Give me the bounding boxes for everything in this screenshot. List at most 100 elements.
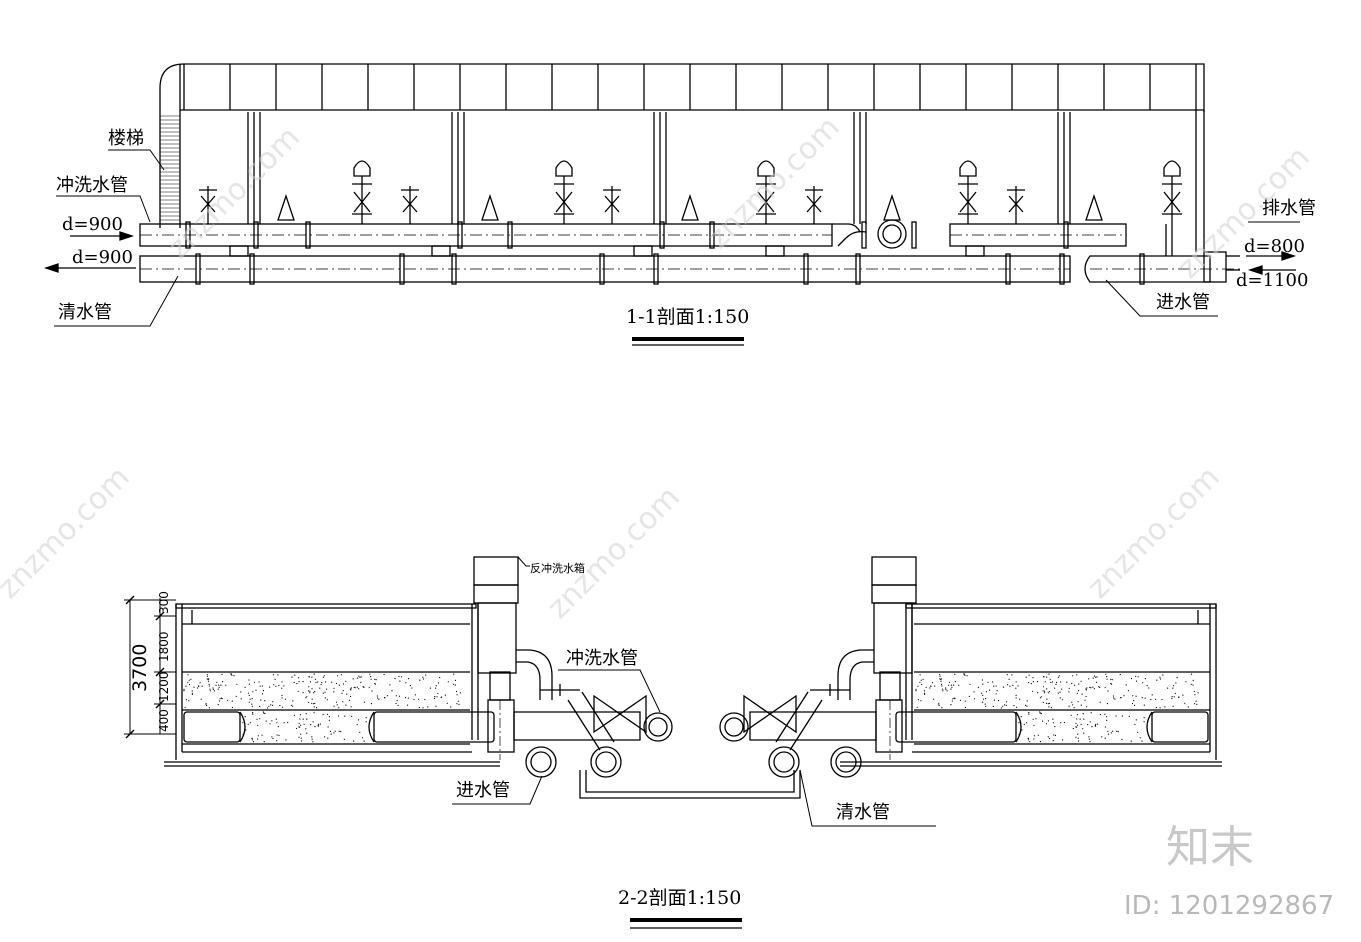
sand-grain: [1048, 673, 1050, 675]
sand-grain: [338, 684, 340, 686]
sand-grain: [1047, 692, 1049, 694]
sand-grain: [1146, 685, 1148, 687]
sand-grain: [1095, 676, 1097, 679]
stair-label: 楼梯: [108, 128, 144, 149]
sand-grain: [1000, 707, 1003, 709]
sand-grain: [271, 736, 273, 738]
sand-grain: [954, 681, 957, 683]
sand-grain: [1106, 719, 1108, 722]
sand-grain: [964, 700, 966, 702]
sand-grain: [446, 702, 448, 704]
sand-grain: [349, 695, 352, 698]
sand-grain: [984, 703, 986, 705]
sand-grain: [1099, 701, 1101, 703]
sand-grain: [318, 723, 320, 725]
sand-grain: [1054, 726, 1056, 728]
sand-grain: [335, 682, 338, 685]
sand-grain: [306, 696, 308, 698]
sand-grain: [317, 725, 319, 727]
sand-grain: [235, 695, 237, 698]
watermark-text-6: znzmo.com: [1081, 460, 1227, 606]
sand-grain: [1062, 739, 1064, 741]
sand-grain: [358, 688, 360, 690]
sand-grain: [945, 687, 947, 689]
sand-grain: [427, 706, 429, 708]
backwash-tank-label: 反冲洗水箱: [530, 561, 585, 575]
sand-grain: [206, 675, 209, 677]
sand-grain: [1080, 680, 1082, 682]
sand-grain: [1076, 718, 1078, 720]
sand-grain: [1061, 699, 1064, 701]
sand-grain: [212, 687, 214, 689]
sand-grain: [285, 739, 287, 741]
sand-grain: [933, 698, 935, 700]
sand-grain: [414, 694, 416, 696]
sand-grain: [1172, 705, 1174, 707]
sand-grain: [249, 698, 251, 700]
sand-grain: [257, 738, 259, 740]
sand-grain: [251, 737, 253, 740]
sand-grain: [1143, 717, 1145, 719]
sand-grain: [1047, 720, 1049, 722]
pipe-coupling: [911, 221, 917, 249]
sand-grain: [200, 698, 202, 700]
sand-grain: [1087, 724, 1089, 726]
sand-grain: [260, 699, 262, 701]
sand-grain: [1089, 686, 1091, 689]
sand-grain: [1106, 716, 1108, 718]
sand-grain: [259, 705, 261, 708]
sand-grain: [356, 677, 359, 679]
sand-grain: [247, 692, 249, 694]
sand-grain: [954, 673, 956, 676]
dim-total: 3700: [129, 644, 151, 692]
sand-grain: [937, 703, 940, 705]
clear-pipe-label-1: 清水管: [58, 302, 112, 323]
sand-grain: [920, 700, 922, 702]
sand-grain: [1125, 684, 1127, 686]
sand-grain: [407, 704, 409, 706]
sand-grain: [317, 681, 319, 683]
flush-pipe-label-1: 冲洗水管: [56, 175, 128, 196]
sand-grain: [1052, 740, 1054, 742]
sand-grain: [1078, 683, 1080, 685]
sand-grain: [977, 686, 980, 689]
sand-grain: [263, 741, 265, 743]
sand-grain: [329, 730, 332, 733]
sand-grain: [1028, 681, 1030, 684]
sand-grain: [1196, 703, 1198, 706]
sand-grain: [338, 730, 340, 732]
sand-grain: [996, 690, 998, 692]
sand-grain: [1013, 705, 1015, 707]
sand-grain: [951, 686, 953, 688]
sand-grain: [356, 686, 358, 688]
sand-grain: [299, 718, 301, 720]
sand-grain: [338, 715, 340, 717]
sand-grain: [1012, 684, 1014, 687]
pipe-coupling: [653, 253, 659, 285]
sand-grain: [248, 679, 250, 681]
sand-grain: [201, 685, 203, 687]
sand-grain: [1046, 688, 1048, 690]
sand-grain: [314, 702, 316, 705]
sand-grain: [1089, 721, 1091, 723]
sand-grain: [1141, 740, 1143, 742]
sand-grain: [191, 690, 193, 692]
sand-grain: [1076, 674, 1078, 676]
sand-grain: [298, 736, 300, 738]
sand-grain: [1162, 674, 1164, 676]
gate-valve-icon: [200, 195, 216, 213]
sand-grain: [1137, 731, 1139, 733]
sand-grain: [981, 692, 983, 694]
sand-grain: [340, 674, 343, 676]
sand-grain: [958, 684, 960, 686]
sand-grain: [305, 728, 307, 730]
sand-grain: [923, 692, 926, 694]
sand-grain: [333, 691, 335, 693]
clear-pipe-label-2: 清水管: [836, 802, 890, 823]
sand-grain: [1172, 687, 1174, 689]
sand-grain: [404, 697, 407, 699]
sand-grain: [191, 693, 193, 696]
d-inlet-label: d=1100: [1236, 270, 1308, 291]
sand-grain: [1085, 695, 1087, 698]
sand-grain: [305, 713, 307, 715]
